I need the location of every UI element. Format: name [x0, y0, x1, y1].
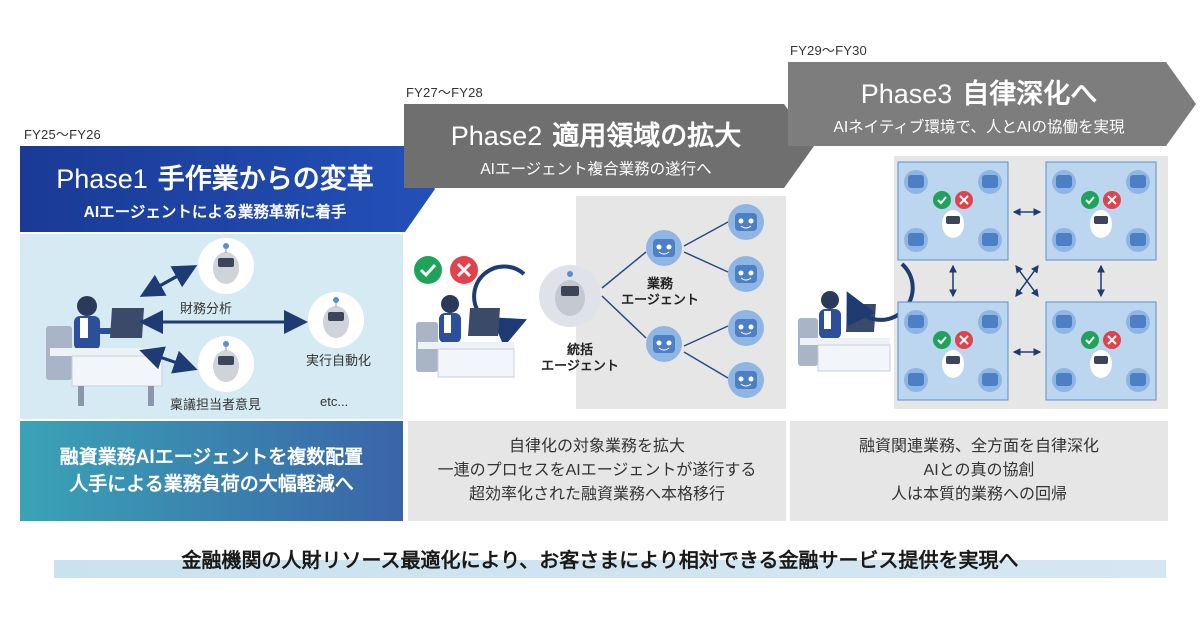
office-worker-icon — [798, 291, 891, 372]
phase3-desc-line: 人は本質的業務への回帰 — [890, 486, 1067, 503]
label-execution-automation: 実行自動化 — [306, 353, 372, 368]
phase2-desc-line: 一連のプロセスをAIエージェントが遂行する — [437, 462, 757, 479]
label-financial-analysis: 財務分析 — [180, 301, 233, 316]
business-agent-icon — [728, 204, 764, 240]
agent-cluster — [897, 161, 1009, 261]
ai-robot-icon — [198, 336, 254, 392]
business-agent-icon — [646, 230, 682, 266]
label-etc: etc... — [320, 394, 349, 409]
phase3-desc-line: 融資関連業務、全方面を自律深化 — [858, 438, 1099, 455]
cross-icon — [450, 256, 478, 284]
check-icon — [414, 256, 442, 284]
phase2-desc-line: 自律化の対象業務を拡大 — [508, 438, 685, 455]
phase2-number: Phase2 — [450, 120, 543, 151]
footer-highlight — [54, 560, 1166, 578]
phase2-banner-shape — [404, 104, 814, 188]
phase3-banner-shape — [788, 62, 1196, 146]
business-agent-icon — [728, 256, 764, 292]
office-worker-icon — [46, 296, 163, 406]
phase1-subtitle: AIエージェントによる業務革新に着手 — [83, 203, 347, 221]
phase2-period: FY27～FY28 — [406, 85, 483, 100]
phase1-illustration — [46, 238, 364, 406]
phase3-illustration — [798, 161, 1157, 401]
agent-cluster — [1045, 301, 1157, 401]
phase1-desc-line: 融資業務AIエージェントを複数配置 — [59, 447, 364, 468]
phase2-description: 自律化の対象業務を拡大 一連のプロセスをAIエージェントが遂行する 超効率化され… — [408, 421, 786, 521]
label-proposal-author-opinion: 稟議担当者意見 — [170, 397, 262, 412]
ai-robot-icon — [308, 292, 364, 348]
office-worker-icon — [416, 295, 515, 378]
business-agent-icon — [728, 310, 764, 346]
phase2-subtitle: AIエージェント複合業務の遂行へ — [480, 160, 712, 178]
phase3-period: FY29～FY30 — [790, 43, 867, 58]
agent-cluster — [897, 301, 1009, 401]
phase3-number: Phase3 — [860, 78, 953, 109]
agent-cluster — [1045, 161, 1157, 261]
phase1-description: 融資業務AIエージェントを複数配置 人手による業務負荷の大幅軽減へ — [20, 421, 403, 521]
business-agent-icon — [646, 326, 682, 362]
ai-robot-icon — [198, 238, 254, 294]
phase3-desc-line: AIとの真の協創 — [923, 462, 1035, 479]
phase1-banner-shape — [20, 146, 435, 232]
footer-statement: 金融機関の人財リソース最適化により、お客さまにより相対できる金融サービス提供を実… — [181, 550, 1019, 572]
phase3-description: 融資関連業務、全方面を自律深化 AIとの真の協創 人は本質的業務への回帰 — [790, 421, 1168, 521]
phase2-desc-line: 超効率化された融資業務へ本格移行 — [468, 486, 725, 503]
phase3-subtitle: AIネイティブ環境で、人とAIの協働を実現 — [833, 118, 1125, 136]
label-supervisor-agent: 統括 エージェント — [541, 342, 619, 373]
phase1-number: Phase1 — [56, 163, 148, 194]
phase2-illustration — [414, 204, 764, 398]
business-agent-icon — [728, 362, 764, 398]
phase1-desc-line: 人手による業務負荷の大幅軽減へ — [69, 474, 354, 495]
supervisor-robot-icon — [539, 265, 601, 327]
label-business-agent: 業務 エージェント — [621, 276, 699, 307]
phase1-period: FY25～FY26 — [24, 127, 101, 142]
